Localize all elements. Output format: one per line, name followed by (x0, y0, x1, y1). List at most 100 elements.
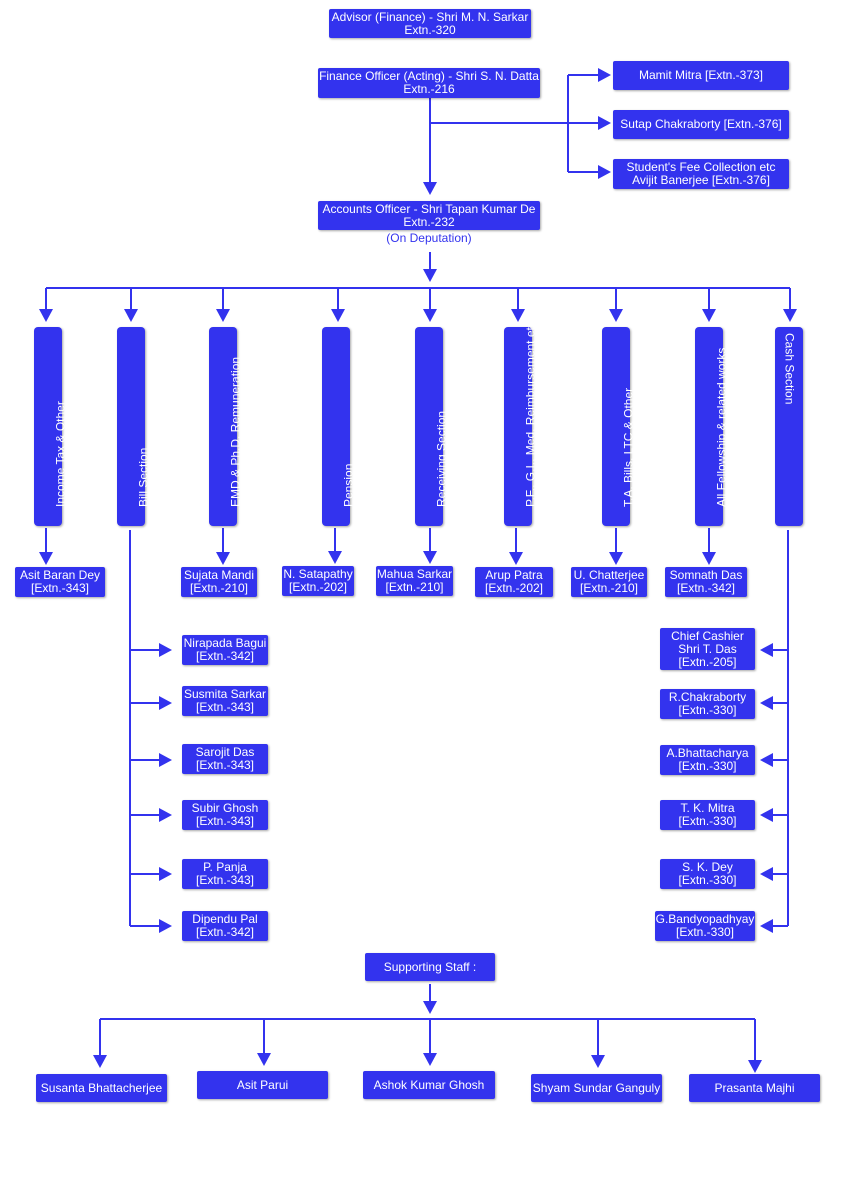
section-label: Income Tax & Other (53, 401, 68, 507)
staff-name: Nirapada Bagui (183, 636, 267, 650)
staff-extension: [Extn.-343] (195, 814, 255, 828)
bill-staff-box: Dipendu Pal [Extn.-342] (182, 911, 268, 941)
arrow-head (93, 1055, 107, 1068)
member-name: Shyam Sundar Ganguly (532, 1080, 661, 1095)
member-name: Asit Parui (236, 1077, 289, 1092)
head-name: Somnath Das (669, 568, 743, 582)
section-head-box: N. Satapathy [Extn.-202] (282, 566, 354, 596)
staff-extension: [Extn.-330] (678, 814, 737, 828)
cash-staff-box: T. K. Mitra [Extn.-330] (660, 800, 755, 830)
arrow-head (328, 551, 342, 564)
arrow-head (124, 309, 138, 322)
section-label: Pension (341, 463, 356, 507)
staff-name: Susmita Sarkar (183, 687, 267, 701)
head-extension: [Extn.-210] (385, 580, 444, 594)
bill-staff-box: Subir Ghosh [Extn.-343] (182, 800, 268, 830)
arrow-head (159, 753, 172, 767)
arrow-head (39, 309, 53, 322)
staff-extension: [Extn.-343] (195, 700, 255, 714)
section-head-box: U. Chatterjee [Extn.-210] (571, 567, 647, 597)
arrow-head (159, 867, 172, 881)
arrow-head (760, 808, 773, 822)
head-extension: [Extn.-210] (579, 581, 639, 595)
section-label: Cash Section (782, 333, 797, 405)
finance-staff-line: Student's Fee Collection etc (626, 160, 776, 174)
section-head-box: Arup Patra [Extn.-202] (475, 567, 553, 597)
cash-staff-box: Chief Cashier Shri T. Das [Extn.-205] (660, 628, 755, 670)
staff-title: Chief Cashier (671, 628, 744, 643)
arrow-head (39, 552, 53, 565)
section-pension: Pension (322, 327, 356, 526)
arrow-head (748, 1060, 762, 1073)
staff-name: P. Panja (203, 860, 247, 874)
finance-staff-box-3: Student's Fee Collection etc Avijit Bane… (613, 159, 789, 189)
arrow-head (257, 1053, 271, 1066)
section-head-box: Somnath Das [Extn.-342] (665, 567, 747, 597)
head-name: N. Satapathy (283, 567, 353, 581)
staff-name: Sarojit Das (195, 745, 255, 759)
section-ta-bills: T.A. Bills, LTC & Other (602, 327, 636, 526)
arrow-head (598, 165, 611, 179)
member-name: Ashok Kumar Ghosh (373, 1077, 485, 1092)
staff-extension: [Extn.-330] (678, 873, 737, 887)
supporting-member-box: Asit Parui (197, 1071, 328, 1099)
section-head-box: Asit Baran Dey [Extn.-343] (15, 567, 105, 597)
section-label: Bill Section (136, 447, 151, 507)
head-extension: [Extn.-210] (189, 581, 249, 595)
cash-staff-box: A.Bhattacharya [Extn.-330] (660, 745, 755, 775)
section-fellowship: All Fellowship & related works (695, 327, 729, 526)
staff-extension: [Extn.-342] (195, 649, 255, 663)
staff-name: S. K. Dey (682, 860, 733, 874)
section-emd: EMD & Ph.D. Remuneration (209, 327, 243, 526)
arrow-head (609, 552, 623, 565)
advisor-box: Advisor (Finance) - Shri M. N. Sarkar Ex… (329, 9, 531, 38)
supporting-member-box: Susanta Bhattacherjee (36, 1074, 167, 1102)
cash-staff-box: S. K. Dey [Extn.-330] (660, 859, 755, 889)
staff-name: R.Chakraborty (668, 690, 747, 704)
arrow-head (423, 182, 437, 195)
advisor-name: Advisor (Finance) - Shri M. N. Sarkar (331, 9, 529, 24)
finance-staff-box-2: Sutap Chakraborty [Extn.-376] (613, 110, 789, 139)
head-extension: [Extn.-343] (30, 581, 90, 595)
staff-name: Subir Ghosh (191, 801, 259, 815)
section-pf: P.F., G.I., Med. Reimbursement etc (504, 321, 538, 526)
supporting-staff-box: Supporting Staff : (365, 953, 495, 981)
arrow-head (760, 696, 773, 710)
accounts-officer-note: (On Deputation) (386, 231, 472, 245)
arrow-head (760, 919, 773, 933)
arrow-head (423, 269, 437, 282)
arrow-head (159, 643, 172, 657)
finance-officer-box: Finance Officer (Acting) - Shri S. N. Da… (318, 68, 540, 98)
arrow-head (216, 552, 230, 565)
member-name: Prasanta Majhi (714, 1080, 795, 1095)
section-income-tax: Income Tax & Other (34, 327, 68, 526)
arrow-head (331, 309, 345, 322)
staff-extension: [Extn.-330] (678, 759, 737, 773)
arrow-head (511, 309, 525, 322)
arrow-head (702, 309, 716, 322)
arrow-head (509, 552, 523, 565)
section-label: P.F., G.I., Med. Reimbursement etc (523, 321, 538, 507)
section-bill: Bill Section (117, 327, 151, 526)
head-name: Mahua Sarkar (376, 567, 453, 581)
staff-name: T. K. Mitra (680, 801, 735, 815)
arrow-head (591, 1055, 605, 1068)
supporting-staff-label: Supporting Staff : (383, 959, 477, 974)
arrow-head (423, 1001, 437, 1014)
supporting-member-box: Ashok Kumar Ghosh (363, 1071, 495, 1099)
accounts-officer-name: Accounts Officer - Shri Tapan Kumar De (322, 201, 536, 216)
arrow-head (598, 116, 611, 130)
cash-staff-box: R.Chakraborty [Extn.-330] (660, 689, 755, 719)
finance-staff-line: Avijit Banerjee [Extn.-376] (632, 173, 770, 187)
arrow-head (216, 309, 230, 322)
arrow-head (760, 753, 773, 767)
head-extension: [Extn.-202] (484, 581, 544, 595)
arrow-head (423, 551, 437, 564)
section-label: All Fellowship & related works (714, 347, 729, 507)
section-label: EMD & Ph.D. Remuneration (228, 356, 243, 507)
bill-staff-box: Nirapada Bagui [Extn.-342] (182, 635, 268, 665)
head-extension: [Extn.-342] (676, 581, 736, 595)
arrow-head (159, 696, 172, 710)
staff-name: Shri T. Das (678, 641, 737, 656)
staff-extension: [Extn.-330] (678, 703, 737, 717)
